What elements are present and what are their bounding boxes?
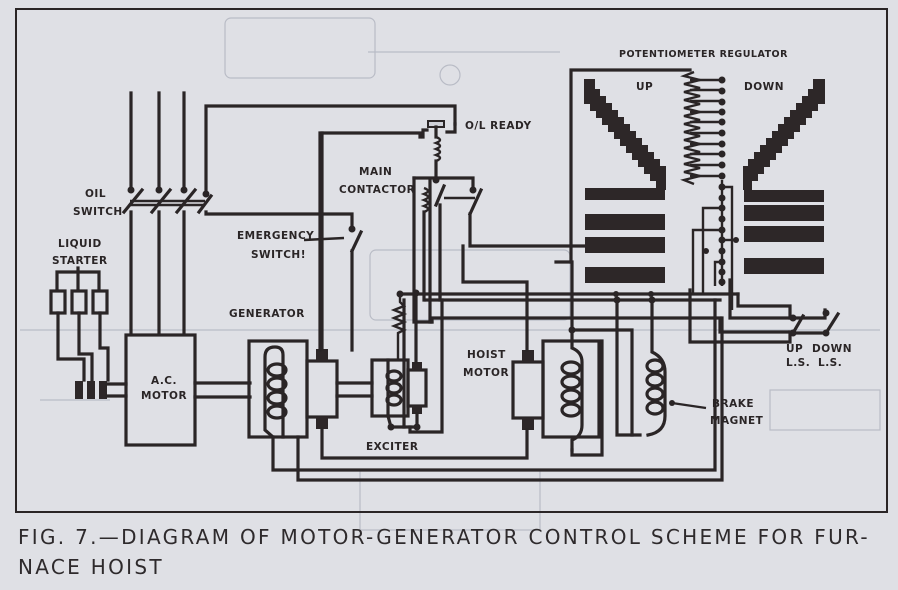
label-ac-motor: MOTOR [141,390,187,402]
liquid-starter [49,266,128,399]
label-down: DOWN [744,81,784,93]
label-hoist: HOIST [467,349,506,361]
label-down-ls-1: DOWN [812,343,852,355]
exciter [370,290,428,431]
caption-line-2: nace hoist [18,555,164,579]
emergency-switch [303,225,364,352]
label-ac: A.C. [151,375,177,387]
label-up-ls-1: UP [786,343,803,355]
label-emergency-switch: SWITCH! [251,249,306,261]
down-limit-switch [791,309,841,337]
ol-ready-relay [421,120,457,180]
figure-caption: Fig. 7.—Diagram of motor-generator contr… [18,522,888,582]
label-hoist-motor: MOTOR [463,367,509,379]
ac-motor [124,333,197,447]
potentiometer-regulator [584,70,825,310]
label-down-ls-2: L.S. [818,357,842,369]
label-generator: GENERATOR [229,308,305,320]
label-oil: OIL [85,188,106,200]
label-contactor: CONTACTOR [339,184,415,196]
hoist-motor [511,328,601,452]
up-resistor-steps [584,79,666,283]
main-contactor [318,131,594,352]
regulator-taps [690,76,739,310]
caption-line-1: Fig. 7.—Diagram of motor-generator contr… [18,525,870,549]
diagram-frame [15,8,888,513]
label-brake: BRAKE [712,398,754,410]
down-resistor-steps [743,79,825,274]
label-exciter: EXCITER [366,441,418,453]
generator [247,339,374,440]
label-up: UP [636,81,653,93]
label-oil-switch: SWITCH [73,206,123,218]
ghost-background [20,17,881,531]
label-up-ls-2: L.S. [786,357,810,369]
oil-switch [121,91,457,335]
wiring [271,68,827,482]
label-emergency: EMERGENCY [237,230,314,242]
label-liquid: LIQUID [58,238,102,250]
label-magnet: MAGNET [710,415,764,427]
motor-shaft [193,381,252,399]
label-ol-ready: O/L READY [465,120,532,132]
label-starter: STARTER [52,255,108,267]
label-main: MAIN [359,166,392,178]
label-potentiometer-regulator: POTENTIOMETER REGULATOR [619,49,788,60]
